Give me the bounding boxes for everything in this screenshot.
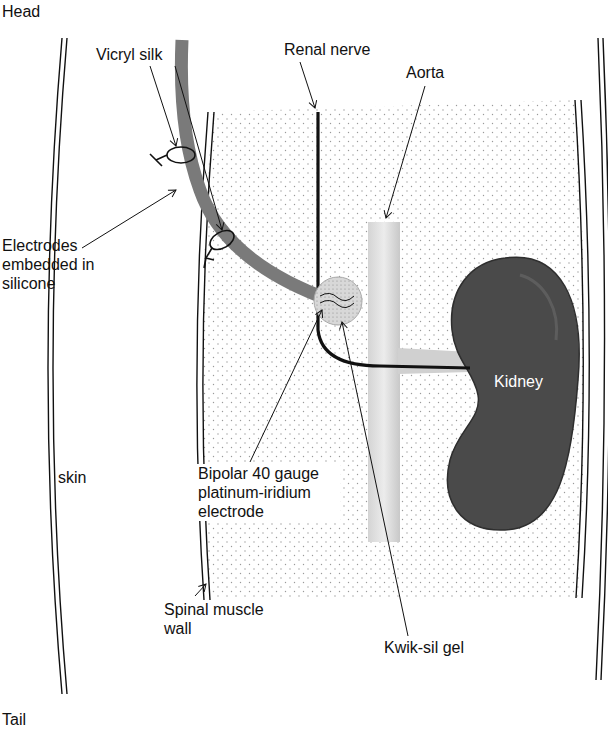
- kidney: [447, 257, 579, 530]
- body-cavity: [202, 100, 584, 598]
- electrode-wire: [320, 293, 354, 307]
- renal-nerve: [318, 112, 470, 368]
- part-label: Vicryl silk: [96, 45, 216, 64]
- part-label: Kwik-sil gel: [384, 638, 494, 657]
- suture-knot: [150, 147, 237, 268]
- part-label: Aorta: [406, 63, 486, 82]
- part-label: Spinal muscle wall: [164, 600, 264, 638]
- electrode-cable: [181, 40, 330, 300]
- part-label: Kidney: [494, 372, 564, 391]
- gel-blob: [314, 277, 362, 325]
- orientation-label: Tail: [2, 710, 82, 729]
- orientation-label: Head: [2, 2, 82, 21]
- part-label: Renal nerve: [284, 40, 404, 59]
- skin-line: [48, 38, 608, 694]
- part-label: skin: [58, 468, 118, 487]
- leader-line: [82, 62, 425, 636]
- muscle-wall: [197, 100, 589, 600]
- part-label: Electrodes embedded in silicone: [2, 236, 98, 293]
- part-label: Bipolar 40 gauge platinum-iridium electr…: [196, 464, 340, 521]
